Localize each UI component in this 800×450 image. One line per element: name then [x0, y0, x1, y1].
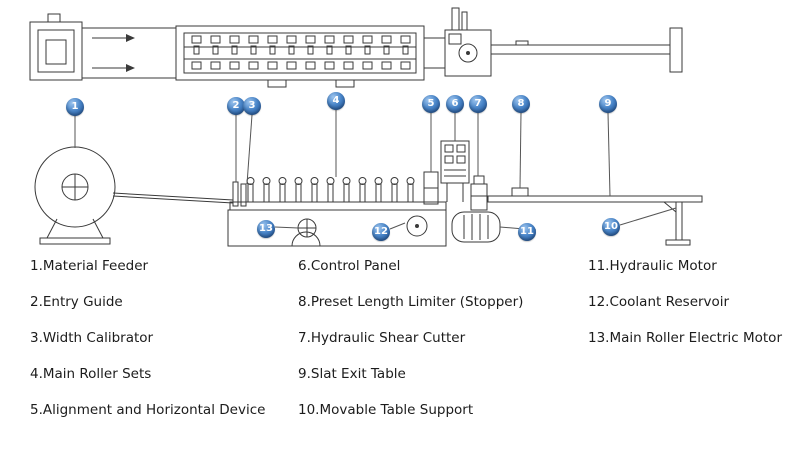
legend-item-8: 8.Preset Length Limiter (Stopper) [298, 294, 524, 310]
callout-12: 12 [372, 223, 390, 241]
leader-lines [74, 110, 677, 231]
callout-5: 5 [422, 95, 440, 113]
legend-column-3: 11.Hydraulic Motor 12.Coolant Reservoir … [588, 258, 782, 366]
material-coil-drawing [34, 146, 116, 245]
legend-item-10: 10.Movable Table Support [298, 402, 474, 418]
top-view-drawing [29, 7, 683, 88]
side-view-drawing [34, 140, 703, 247]
legend-column-1: 1.Material Feeder 2.Entry Guide 3.Width … [30, 258, 265, 438]
legend-item-6: 6.Control Panel [298, 258, 401, 274]
callout-8: 8 [512, 95, 530, 113]
legend-item-4: 4.Main Roller Sets [30, 366, 152, 382]
legend-item-9: 9.Slat Exit Table [298, 366, 406, 382]
legend-item-12: 12.Coolant Reservoir [588, 294, 730, 310]
legend-item-13: 13.Main Roller Electric Motor [588, 330, 782, 346]
legend-item-7: 7.Hydraulic Shear Cutter [298, 330, 466, 346]
callout-3: 3 [243, 97, 261, 115]
legend-item-1: 1.Material Feeder [30, 258, 149, 274]
legend-item-3: 3.Width Calibrator [30, 330, 154, 346]
callout-6: 6 [446, 95, 464, 113]
roller-body-top-view [175, 25, 425, 88]
shear-cutter-drawing [470, 175, 488, 211]
legend-column-2: 6.Control Panel 8.Preset Length Limiter … [298, 258, 523, 438]
legend-item-2: 2.Entry Guide [30, 294, 123, 310]
callout-1: 1 [66, 98, 84, 116]
callout-4: 4 [327, 92, 345, 110]
feeder-top-view [29, 13, 83, 81]
shear-station-top-view [423, 7, 492, 77]
control-panel-drawing [440, 140, 470, 202]
hydraulic-motor-drawing [451, 211, 501, 243]
callout-11: 11 [518, 223, 536, 241]
callout-9: 9 [599, 95, 617, 113]
legend-item-11: 11.Hydraulic Motor [588, 258, 717, 274]
feed-direction-arrow-icon [92, 34, 135, 72]
callout-2: 2 [227, 97, 245, 115]
callout-13: 13 [257, 220, 275, 238]
legend-item-5: 5.Alignment and Horizontal Device [30, 402, 266, 418]
alignment-device-drawing [423, 171, 439, 205]
callout-7: 7 [469, 95, 487, 113]
exit-table-top-view [490, 27, 683, 73]
callout-10: 10 [602, 218, 620, 236]
machine-body-drawing [227, 177, 447, 247]
